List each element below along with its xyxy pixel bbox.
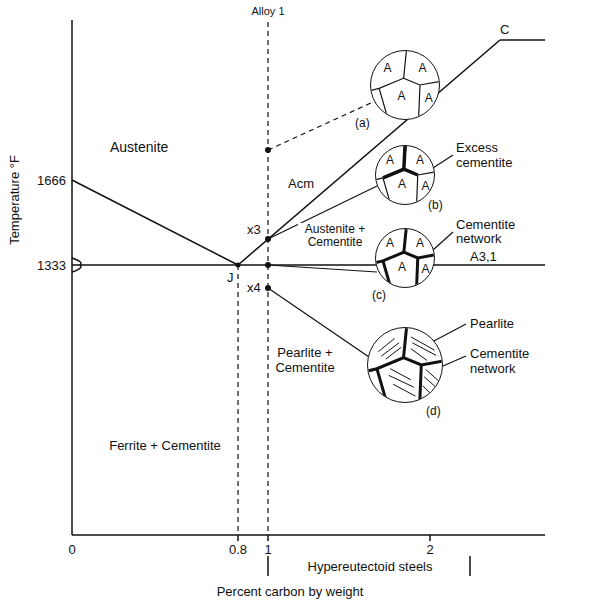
figure-label: (d) bbox=[426, 404, 441, 418]
point-label: C bbox=[500, 22, 509, 37]
phase-letter: A bbox=[383, 61, 391, 74]
eutectoid-point bbox=[236, 263, 241, 268]
phase-region-label: Pearlite + Cementite bbox=[269, 345, 341, 375]
state-point bbox=[265, 285, 271, 291]
microstructure-circle: (d) bbox=[367, 327, 443, 403]
leader-line bbox=[268, 102, 373, 150]
a3-line bbox=[72, 180, 238, 265]
temperature-value: 1333 bbox=[37, 258, 66, 273]
grain-boundary bbox=[368, 328, 442, 402]
callout-label: Excess cementite bbox=[456, 140, 536, 170]
alloy-label: Alloy 1 bbox=[251, 4, 284, 19]
leader-line bbox=[433, 232, 453, 250]
state-point bbox=[265, 262, 271, 268]
point-label: x3 bbox=[247, 222, 261, 237]
circle-outline bbox=[370, 50, 440, 120]
grain-boundaries bbox=[376, 146, 434, 204]
phase-letter: A bbox=[416, 154, 424, 167]
state-point bbox=[265, 147, 271, 153]
figure-label: (a) bbox=[355, 116, 370, 130]
phase-region-label: Ferrite + Cementite bbox=[109, 438, 221, 453]
eutectoid-line bbox=[72, 264, 545, 266]
circle-outline bbox=[375, 228, 435, 288]
grain-boundaries bbox=[368, 328, 442, 402]
temperature-value: 1666 bbox=[37, 173, 66, 188]
grain-boundaries bbox=[376, 229, 434, 287]
alloy-line bbox=[267, 22, 268, 535]
phase-letter: A bbox=[386, 237, 394, 250]
axis-title: Temperature °F bbox=[7, 155, 22, 245]
grain-boundary bbox=[378, 337, 439, 396]
phase-letter: A bbox=[421, 179, 429, 192]
phase-letter: A bbox=[398, 261, 406, 274]
state-point bbox=[265, 236, 271, 242]
microstructure-circle: AAAA(c) bbox=[375, 228, 435, 288]
phase-letter: A bbox=[425, 91, 433, 104]
leader-line bbox=[432, 324, 466, 342]
tick bbox=[237, 535, 239, 541]
phase-region-label: Austenite + Cementite bbox=[298, 223, 372, 249]
circle-outline bbox=[367, 327, 443, 403]
tick bbox=[267, 535, 269, 541]
phase-letter: A bbox=[397, 89, 405, 102]
axis-title: Percent carbon by weight bbox=[217, 584, 364, 599]
callout-label: Cementite network bbox=[456, 218, 536, 246]
phase-letter: A bbox=[386, 154, 394, 167]
axis-value: 0.8 bbox=[229, 542, 247, 557]
microstructure-circle: AAAA(a) bbox=[370, 50, 440, 120]
eutectoid-composition-line bbox=[237, 265, 238, 535]
grain-boundary bbox=[383, 146, 418, 178]
bracket-bar bbox=[267, 556, 269, 576]
grain-boundaries bbox=[371, 51, 439, 119]
tick bbox=[429, 535, 431, 541]
callout-label: Cementite network bbox=[470, 346, 550, 376]
axis-value: 0 bbox=[68, 542, 75, 557]
phase-letter: A bbox=[416, 237, 424, 250]
line-label: A3,1 bbox=[470, 249, 497, 264]
line-label: Acm bbox=[288, 176, 314, 191]
microstructure-circle: AAAA(b) bbox=[375, 145, 435, 205]
axis-value: 1 bbox=[264, 542, 271, 557]
leader-line bbox=[268, 265, 377, 272]
leader-line bbox=[443, 356, 466, 366]
grain-boundary bbox=[371, 51, 439, 119]
grain-boundary bbox=[376, 146, 434, 204]
range-label: Hypereutectoid steels bbox=[307, 559, 432, 574]
grain-boundary bbox=[376, 229, 434, 287]
circle-outline bbox=[375, 145, 435, 205]
point-label: x4 bbox=[247, 280, 261, 295]
callout-label: Pearlite bbox=[470, 316, 514, 331]
solubility-line bbox=[500, 39, 545, 41]
phase-letter: A bbox=[418, 61, 426, 74]
bracket-bar bbox=[469, 556, 471, 576]
ferrite-region bbox=[72, 258, 81, 272]
leader-line bbox=[433, 155, 453, 168]
point-label: J bbox=[227, 270, 234, 285]
carbon-axis bbox=[72, 534, 545, 536]
phase-letter: A bbox=[421, 262, 429, 275]
phase-letter: A bbox=[398, 178, 406, 191]
phase-region-label: Austenite bbox=[110, 140, 168, 155]
figure-label: (c) bbox=[372, 288, 386, 302]
axis-value: 2 bbox=[426, 542, 433, 557]
temperature-axis bbox=[71, 20, 73, 535]
figure-label: (b) bbox=[428, 198, 443, 212]
